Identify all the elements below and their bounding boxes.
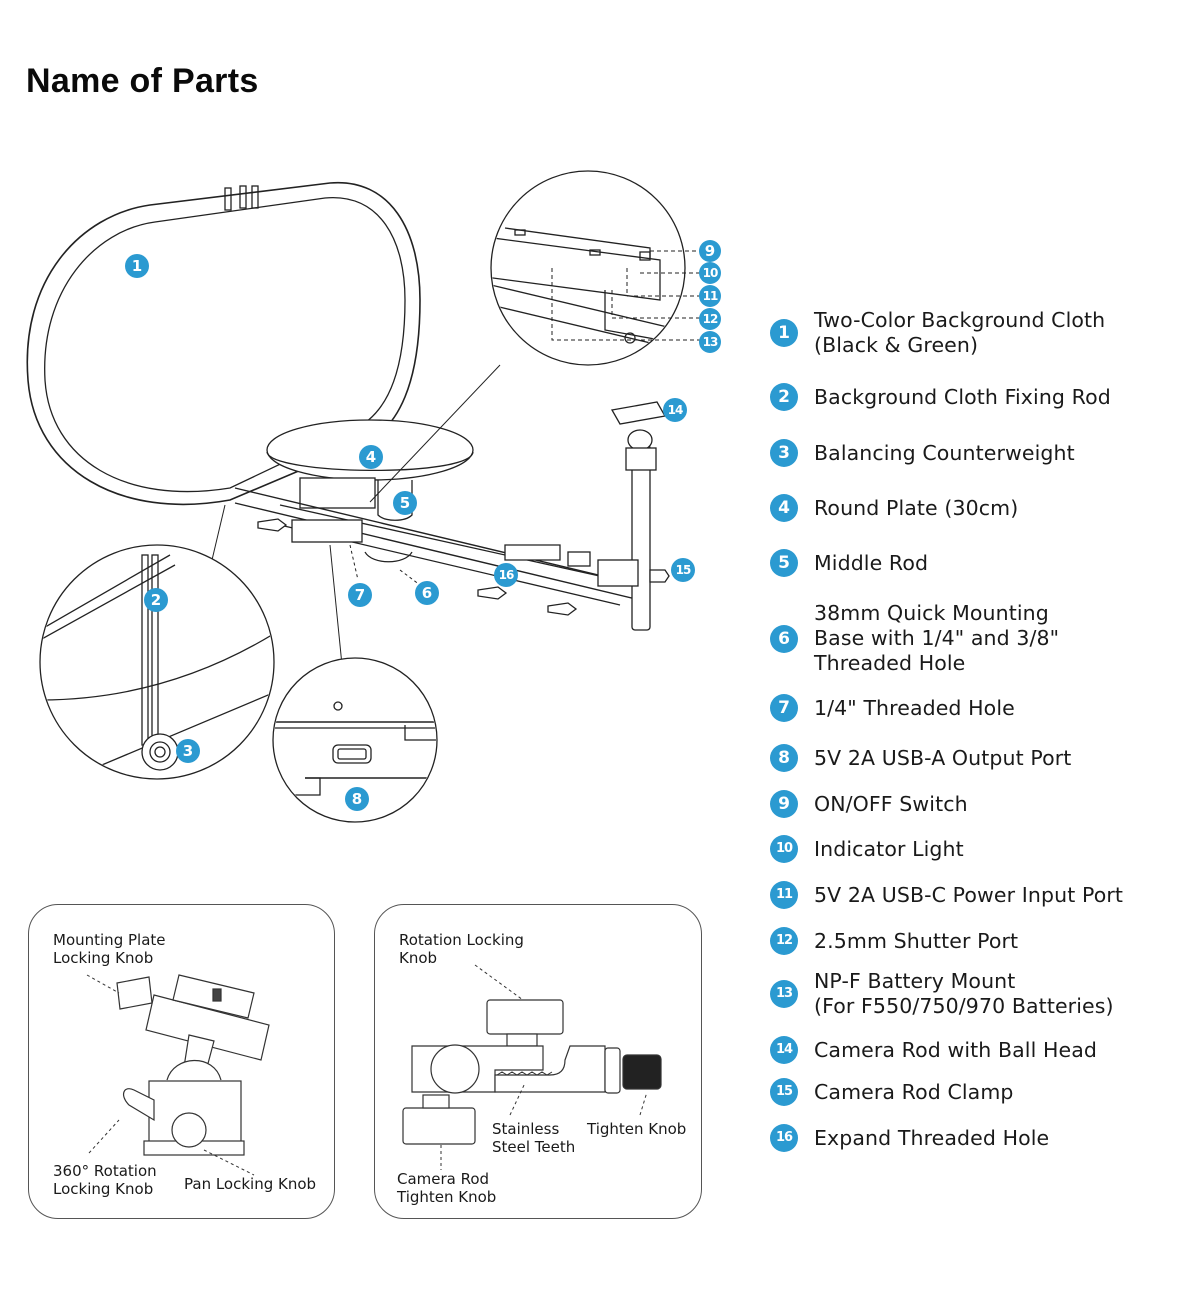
- legend-item: 16 Expand Threaded Hole: [770, 1124, 1049, 1152]
- callout-steel-teeth: Stainless Steel Teeth: [492, 1120, 576, 1156]
- legend-item: 11 5V 2A USB-C Power Input Port: [770, 881, 1123, 909]
- page-title: Name of Parts: [26, 62, 259, 100]
- badge-3: 3: [176, 739, 200, 763]
- legend-item: 15 Camera Rod Clamp: [770, 1078, 1014, 1106]
- legend-badge: 6: [770, 624, 798, 653]
- rod-clamp-illustration: [402, 964, 662, 1170]
- legend-label: NP-F Battery Mount (For F550/750/970 Bat…: [814, 969, 1114, 1018]
- legend-label: 5V 2A USB-C Power Input Port: [814, 882, 1124, 907]
- legend-label: Round Plate (30cm): [814, 495, 1019, 520]
- badge-4: 4: [359, 445, 383, 469]
- power-panel-zoom-circle: [490, 170, 700, 366]
- legend-item: 2 Background Cloth Fixing Rod: [770, 383, 1111, 411]
- legend-badge: 13: [770, 980, 798, 1008]
- callout-tighten-knob: Tighten Knob: [587, 1120, 687, 1138]
- badge-13: 13: [699, 331, 721, 353]
- badge-2: 2: [144, 588, 168, 612]
- badge-5: 5: [393, 491, 417, 515]
- badge-11: 11: [699, 285, 721, 307]
- legend-item: 1 Two-Color Background Cloth (Black & Gr…: [770, 308, 1105, 358]
- callout-rotation-knob: 360° Rotation Locking Knob: [53, 1162, 157, 1198]
- legend-badge: 10: [770, 835, 798, 863]
- legend-badge: 2: [770, 383, 798, 411]
- legend-badge: 1: [770, 319, 798, 347]
- legend-label: Middle Rod: [814, 550, 929, 575]
- legend-item: 10 Indicator Light: [770, 835, 964, 863]
- legend-badge: 5: [770, 549, 798, 577]
- legend-item: 8 5V 2A USB-A Output Port: [770, 744, 1071, 772]
- legend-label: ON/OFF Switch: [814, 791, 968, 816]
- legend-badge: 9: [770, 790, 798, 818]
- legend-label: Two-Color Background Cloth (Black & Gree…: [814, 308, 1106, 357]
- legend-label: Background Cloth Fixing Rod: [814, 384, 1111, 409]
- badge-1: 1: [125, 254, 149, 278]
- background-cloth-drawing: [26, 181, 421, 506]
- badge-9: 9: [699, 240, 721, 262]
- rail-drawing: [234, 487, 641, 616]
- camera-rod-drawing: [597, 401, 670, 631]
- legend-badge: 16: [770, 1124, 798, 1152]
- legend-item: 9 ON/OFF Switch: [770, 790, 968, 818]
- legend-badge: 14: [770, 1036, 798, 1064]
- usb-zoom-circle: [272, 657, 438, 823]
- legend-badge: 3: [770, 439, 798, 467]
- legend-label: Camera Rod Clamp: [814, 1079, 1014, 1104]
- legend-item: 12 2.5mm Shutter Port: [770, 927, 1018, 955]
- legend-item: 5 Middle Rod: [770, 549, 928, 577]
- counterweight-zoom-circle: [39, 544, 275, 780]
- badge-16: 16: [494, 563, 518, 587]
- legend-label: Indicator Light: [814, 836, 964, 861]
- callout-pan-knob: Pan Locking Knob: [184, 1175, 317, 1193]
- rod-clamp-inset: Rotation Locking Knob Stainless Steel Te…: [374, 904, 702, 1219]
- ball-head-inset: Mounting Plate Locking Knob 360° Rotatio…: [28, 904, 335, 1219]
- legend-item: 4 Round Plate (30cm): [770, 494, 1018, 522]
- callout-mounting-plate-knob: Mounting Plate Locking Knob: [53, 931, 166, 967]
- legend-label: Balancing Counterweight: [814, 440, 1075, 465]
- badge-12: 12: [699, 308, 721, 330]
- legend-item: 6 38mm Quick Mounting Base with 1/4" and…: [770, 601, 1059, 676]
- ball-head-illustration: [86, 974, 270, 1176]
- badge-6: 6: [415, 581, 439, 605]
- legend-item: 3 Balancing Counterweight: [770, 439, 1075, 467]
- badge-14: 14: [663, 398, 687, 422]
- badge-10: 10: [699, 262, 721, 284]
- legend-label: 5V 2A USB-A Output Port: [814, 745, 1072, 770]
- legend-label: 1/4" Threaded Hole: [814, 695, 1015, 720]
- legend-label: Camera Rod with Ball Head: [814, 1037, 1098, 1062]
- legend-item: 7 1/4" Threaded Hole: [770, 694, 1015, 722]
- badge-15: 15: [671, 558, 695, 582]
- legend-badge: 8: [770, 744, 798, 772]
- legend-badge: 15: [770, 1078, 798, 1106]
- legend-label: 2.5mm Shutter Port: [814, 928, 1019, 953]
- legend-badge: 7: [770, 694, 798, 722]
- legend-label: 38mm Quick Mounting Base with 1/4" and 3…: [814, 601, 1060, 675]
- legend-badge: 11: [770, 881, 798, 909]
- badge-7: 7: [348, 583, 372, 607]
- legend-item: 14 Camera Rod with Ball Head: [770, 1036, 1097, 1064]
- callout-camera-rod-knob: Camera Rod Tighten Knob: [397, 1170, 497, 1206]
- legend-label: Expand Threaded Hole: [814, 1125, 1050, 1150]
- round-plate-drawing: [266, 419, 474, 521]
- callout-rotation-locking-knob: Rotation Locking Knob: [399, 931, 524, 967]
- legend-item: 13 NP-F Battery Mount (For F550/750/970 …: [770, 969, 1114, 1019]
- badge-8: 8: [345, 787, 369, 811]
- legend-badge: 12: [770, 927, 798, 955]
- legend-badge: 4: [770, 494, 798, 522]
